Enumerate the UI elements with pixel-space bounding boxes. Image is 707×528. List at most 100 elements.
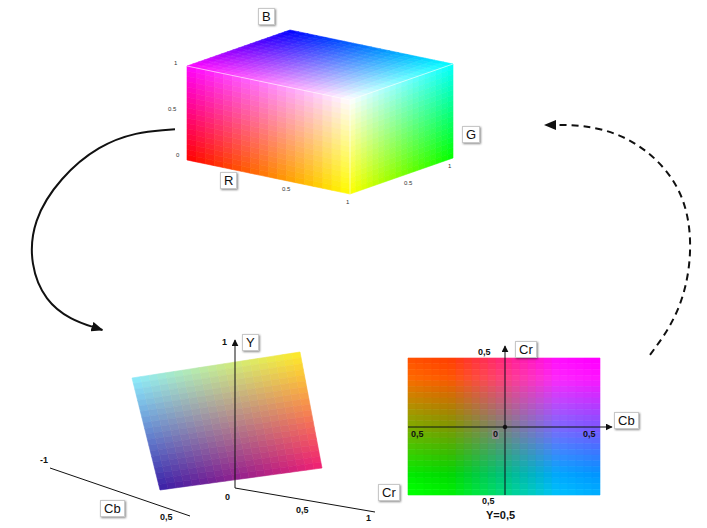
cube-face (296, 177, 305, 184)
square-cell (592, 478, 600, 484)
square-cell (576, 478, 584, 484)
tick-label: 0,5 (296, 506, 309, 515)
square-cell (576, 421, 584, 427)
square-cell (432, 455, 440, 461)
square-cell (584, 387, 592, 393)
square-cell (512, 392, 520, 398)
square-cell (528, 381, 536, 387)
square-cell (576, 484, 584, 490)
square-cell (592, 444, 600, 450)
square-cell (560, 409, 568, 415)
square-cell (576, 404, 584, 410)
square-cell (496, 478, 504, 484)
square-cell (456, 392, 464, 398)
square-cell (456, 364, 464, 370)
square-cell (512, 364, 520, 370)
square-cell (568, 398, 576, 404)
cube-face (341, 187, 350, 194)
square-cell (440, 432, 448, 438)
square-cell (568, 369, 576, 375)
square-cell (496, 398, 504, 404)
axis-label: Cr (515, 341, 537, 358)
square-cell (520, 415, 528, 421)
square-cell (480, 369, 488, 375)
square-cell (432, 358, 440, 364)
square-cell (480, 415, 488, 421)
square-cell (584, 444, 592, 450)
square-cell (432, 415, 440, 421)
square-cell (488, 369, 496, 375)
square-cell (568, 375, 576, 381)
square-cell (472, 381, 480, 387)
square-cell (552, 478, 560, 484)
square-cell (560, 358, 568, 364)
square-cell (584, 404, 592, 410)
square-cell (544, 415, 552, 421)
square-cell (544, 484, 552, 490)
square-cell (464, 455, 472, 461)
square-cell (496, 461, 504, 467)
square-cell (568, 489, 576, 495)
square-cell (536, 375, 544, 381)
square-cell (424, 381, 432, 387)
square-cell (528, 387, 536, 393)
square-cell (528, 432, 536, 438)
square-cell (488, 466, 496, 472)
cube-face (407, 167, 413, 174)
square-cell (464, 421, 472, 427)
square-cell (552, 364, 560, 370)
square-cell (512, 358, 520, 364)
square-cell (528, 415, 536, 421)
rgb-cube-panel: BGR10.500.510.51 (175, 2, 545, 214)
square-cell (472, 358, 480, 364)
square-cell (528, 478, 536, 484)
square-cell (592, 387, 600, 393)
square-cell (584, 375, 592, 381)
square-cell (576, 369, 584, 375)
axis-label: Y (242, 334, 259, 351)
square-cell (584, 415, 592, 421)
square-cell (512, 421, 520, 427)
square-cell (472, 455, 480, 461)
square-cell (528, 449, 536, 455)
square-cell (528, 455, 536, 461)
square-cell (560, 449, 568, 455)
square-cell (448, 404, 456, 410)
square-cell (512, 432, 520, 438)
square-cell (488, 478, 496, 484)
square-cell (544, 489, 552, 495)
square-cell (544, 375, 552, 381)
square-cell (488, 404, 496, 410)
square-cell (432, 466, 440, 472)
tick-label: 0,5 (478, 348, 491, 357)
square-cell (424, 455, 432, 461)
square-cell (408, 375, 416, 381)
square-cell (424, 415, 432, 421)
square-cell (520, 478, 528, 484)
square-cell (512, 489, 520, 495)
square-cell (536, 387, 544, 393)
square-cell (456, 358, 464, 364)
square-cell (576, 364, 584, 370)
plane-cell (272, 468, 281, 475)
plane-label: Y=0,5 (486, 510, 515, 521)
square-cell (520, 438, 528, 444)
tick-label: 0 (492, 430, 499, 439)
square-cell (552, 461, 560, 467)
square-cell (512, 404, 520, 410)
cr-axis (505, 346, 506, 495)
square-cell (472, 392, 480, 398)
square-cell (520, 489, 528, 495)
square-cell (552, 455, 560, 461)
square-cell (592, 409, 600, 415)
square-cell (480, 421, 488, 427)
square-cell (448, 438, 456, 444)
cube-face (413, 165, 419, 172)
square-cell (512, 478, 520, 484)
square-cell (528, 466, 536, 472)
square-cell (480, 444, 488, 450)
square-cell (472, 438, 480, 444)
plane-cell (207, 477, 216, 484)
plane-cell (191, 479, 200, 486)
square-cell (424, 489, 432, 495)
